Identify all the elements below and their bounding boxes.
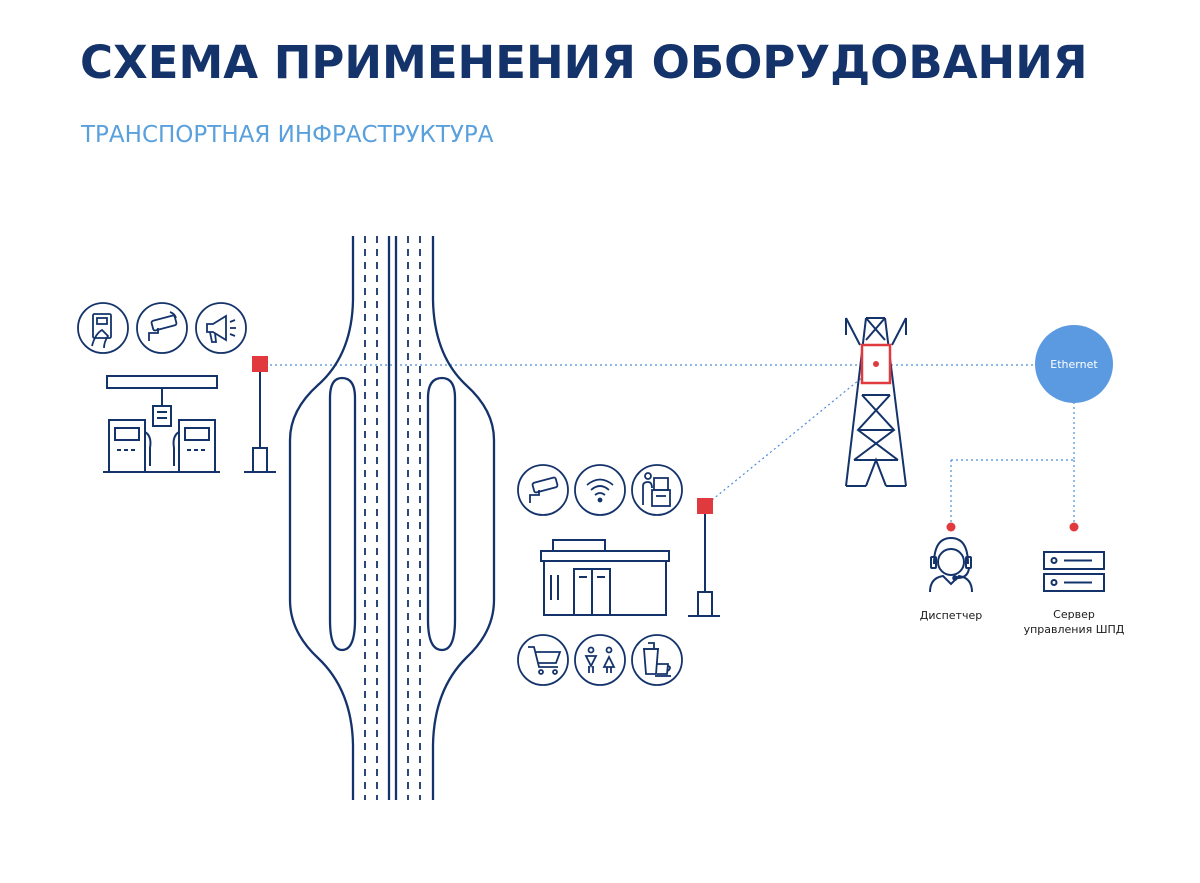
terminal-kiosk-icon xyxy=(631,464,683,516)
server-label-line1: Сервер xyxy=(1053,608,1095,621)
page-subtitle: ТРАНСПОРТНАЯ ИНФРАСТРУКТУРА xyxy=(81,122,494,148)
card-payment-icon xyxy=(77,302,129,354)
lane-markings xyxy=(364,236,421,800)
cctv-camera-icon xyxy=(136,302,188,354)
tower-access-point xyxy=(860,343,892,385)
page-title: СХЕМА ПРИМЕНЕНИЯ ОБОРУДОВАНИЯ xyxy=(80,36,1088,89)
road-island-left xyxy=(328,376,357,652)
server-icon xyxy=(1043,551,1105,592)
roadside-access-point xyxy=(688,498,720,617)
wifi-icon xyxy=(574,464,626,516)
roadside-service-icons-bottom xyxy=(517,634,683,686)
roadside-service-icons-top xyxy=(517,464,683,516)
ethernet-node: Ethernet xyxy=(1035,325,1113,403)
loudspeaker-icon xyxy=(195,302,247,354)
coffee-icon xyxy=(631,634,683,686)
network-links xyxy=(270,364,1075,524)
cctv-camera-icon xyxy=(517,464,569,516)
gas-station-icon xyxy=(103,375,220,473)
dispatcher-headset-icon xyxy=(929,536,973,593)
restroom-icon xyxy=(574,634,626,686)
dispatcher-connector-dot xyxy=(946,522,956,532)
highway xyxy=(288,236,496,800)
cell-tower-icon xyxy=(845,317,907,487)
gas-station-service-icons xyxy=(77,302,247,354)
shopping-cart-icon xyxy=(517,634,569,686)
server-connector-dot xyxy=(1069,522,1079,532)
roadside-store-icon xyxy=(540,539,670,616)
ethernet-label: Ethernet xyxy=(1050,358,1098,371)
link-store-to-tower xyxy=(711,375,865,501)
gas-station-access-point xyxy=(244,356,276,473)
road-island-right xyxy=(426,376,457,652)
dispatcher-label: Диспетчер xyxy=(920,609,982,622)
server-label-line2: управления ШПД xyxy=(1024,623,1125,636)
